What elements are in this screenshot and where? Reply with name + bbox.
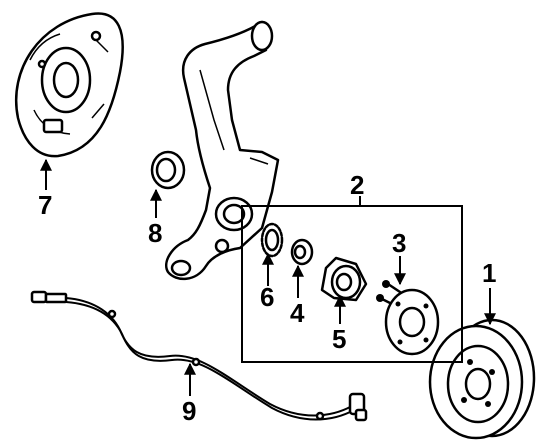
kit-bracket <box>241 205 463 363</box>
hub-flange-drawing <box>384 288 440 356</box>
callout-7: 7 <box>38 190 52 220</box>
brake-drum-drawing <box>428 318 536 440</box>
callout-4: 4 <box>290 298 305 328</box>
callout-2: 2 <box>350 170 364 200</box>
hub-assembly-drawing <box>320 256 368 302</box>
callout-9: 9 <box>182 396 196 426</box>
callout-3: 3 <box>392 228 406 258</box>
speed-sensor-drawing <box>30 290 368 422</box>
callout-6: 6 <box>260 282 274 312</box>
callout-5: 5 <box>332 324 346 354</box>
wheel-bearing-drawing <box>290 238 314 266</box>
callout-8: 8 <box>148 218 162 248</box>
tone-ring-drawing <box>260 222 284 258</box>
grease-seal-drawing <box>150 150 186 190</box>
callout-1: 1 <box>482 258 496 288</box>
backing-plate-drawing <box>15 12 124 158</box>
